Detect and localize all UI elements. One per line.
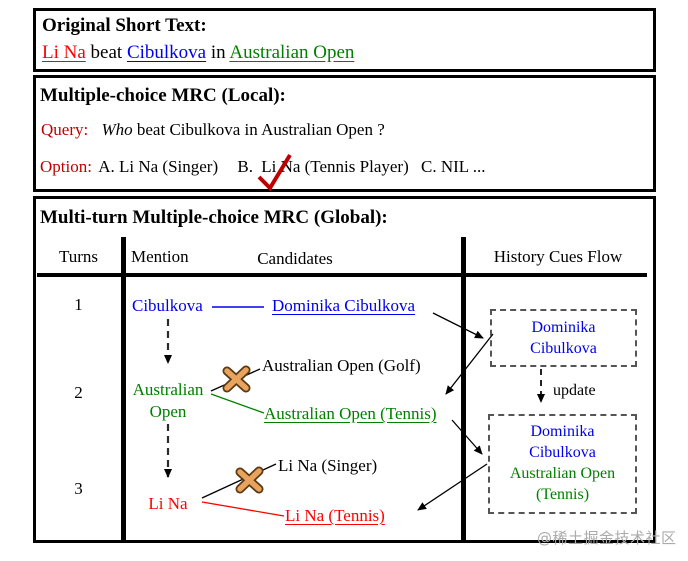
entity-cibulkova: Cibulkova [126,42,207,63]
entity-li-na: Li Na [42,42,86,63]
column-header-candidates: Candidates [257,249,333,268]
column-divider-candidates-history [461,237,466,540]
column-header-turns: Turns [58,247,99,266]
original-sentence: Li Na beat Cibulkova in Australian Open [42,42,354,64]
header-underline [37,273,647,277]
local-mrc-panel: Multiple-choice MRC (Local): Query: Who … [33,75,656,192]
local-mrc-title: Multiple-choice MRC (Local): [40,85,286,106]
mention-cibulkova: Cibulkova [132,296,203,315]
column-header-mention: Mention [131,247,189,266]
history-box1-line2: Cibulkova [530,340,597,357]
history-box2-line2: Cibulkova [529,444,596,461]
candidate-australian-open-tennis: Australian Open (Tennis) [264,404,437,423]
history-cue-box-2: Dominika Cibulkova Australian Open (Tenn… [488,414,637,514]
candidate-dominika-cibulkova: Dominika Cibulkova [272,296,416,315]
entity-australian-open: Australian Open [229,42,355,63]
original-text-title: Original Short Text: [42,15,207,36]
update-label: update [553,382,596,399]
word-beat: beat [85,42,127,63]
query-line: Query: Who beat Cibulkova in Australian … [41,120,385,140]
mention-australian-open: Australian Open [132,380,204,421]
column-divider-turns-mention [121,237,126,540]
word-in: in [206,42,230,63]
option-label: Option: [40,157,92,176]
option-c: C. NIL ... [420,157,486,176]
candidate-li-na-tennis: Li Na (Tennis) [285,506,385,525]
history-box2-line4: (Tennis) [535,486,590,503]
query-who: Who [101,120,133,139]
global-mrc-title: Multi-turn Multiple-choice MRC (Global): [40,207,388,228]
option-line: Option: A. Li Na (Singer) B. Li Na (Tenn… [40,157,486,177]
mention-li-na: Li Na [148,494,188,513]
history-box2-line3: Australian Open [509,465,616,482]
column-header-history: History Cues Flow [493,247,623,266]
option-b-text: Li Na (Tennis Player) [261,157,409,176]
candidate-li-na-singer: Li Na (Singer) [278,456,378,475]
global-mrc-panel: Multi-turn Multiple-choice MRC (Global):… [33,196,656,543]
turn-number-1: 1 [74,295,83,314]
history-box1-line1: Dominika [531,319,596,336]
history-box2-line1: Dominika [530,423,595,440]
watermark: @稀土掘金技术社区 [537,529,677,547]
query-rest: beat Cibulkova in Australian Open ? [136,120,385,139]
history-cue-box-1: Dominika Cibulkova [490,309,637,367]
option-b-letter: B. [237,157,253,176]
query-label: Query: [41,120,89,139]
candidate-australian-open-golf: Australian Open (Golf) [262,356,421,375]
turn-number-2: 2 [74,383,83,402]
option-a: A. Li Na (Singer) [98,157,219,176]
original-text-panel: Original Short Text: Li Na beat Cibulkov… [33,8,656,72]
turn-number-3: 3 [74,479,83,498]
